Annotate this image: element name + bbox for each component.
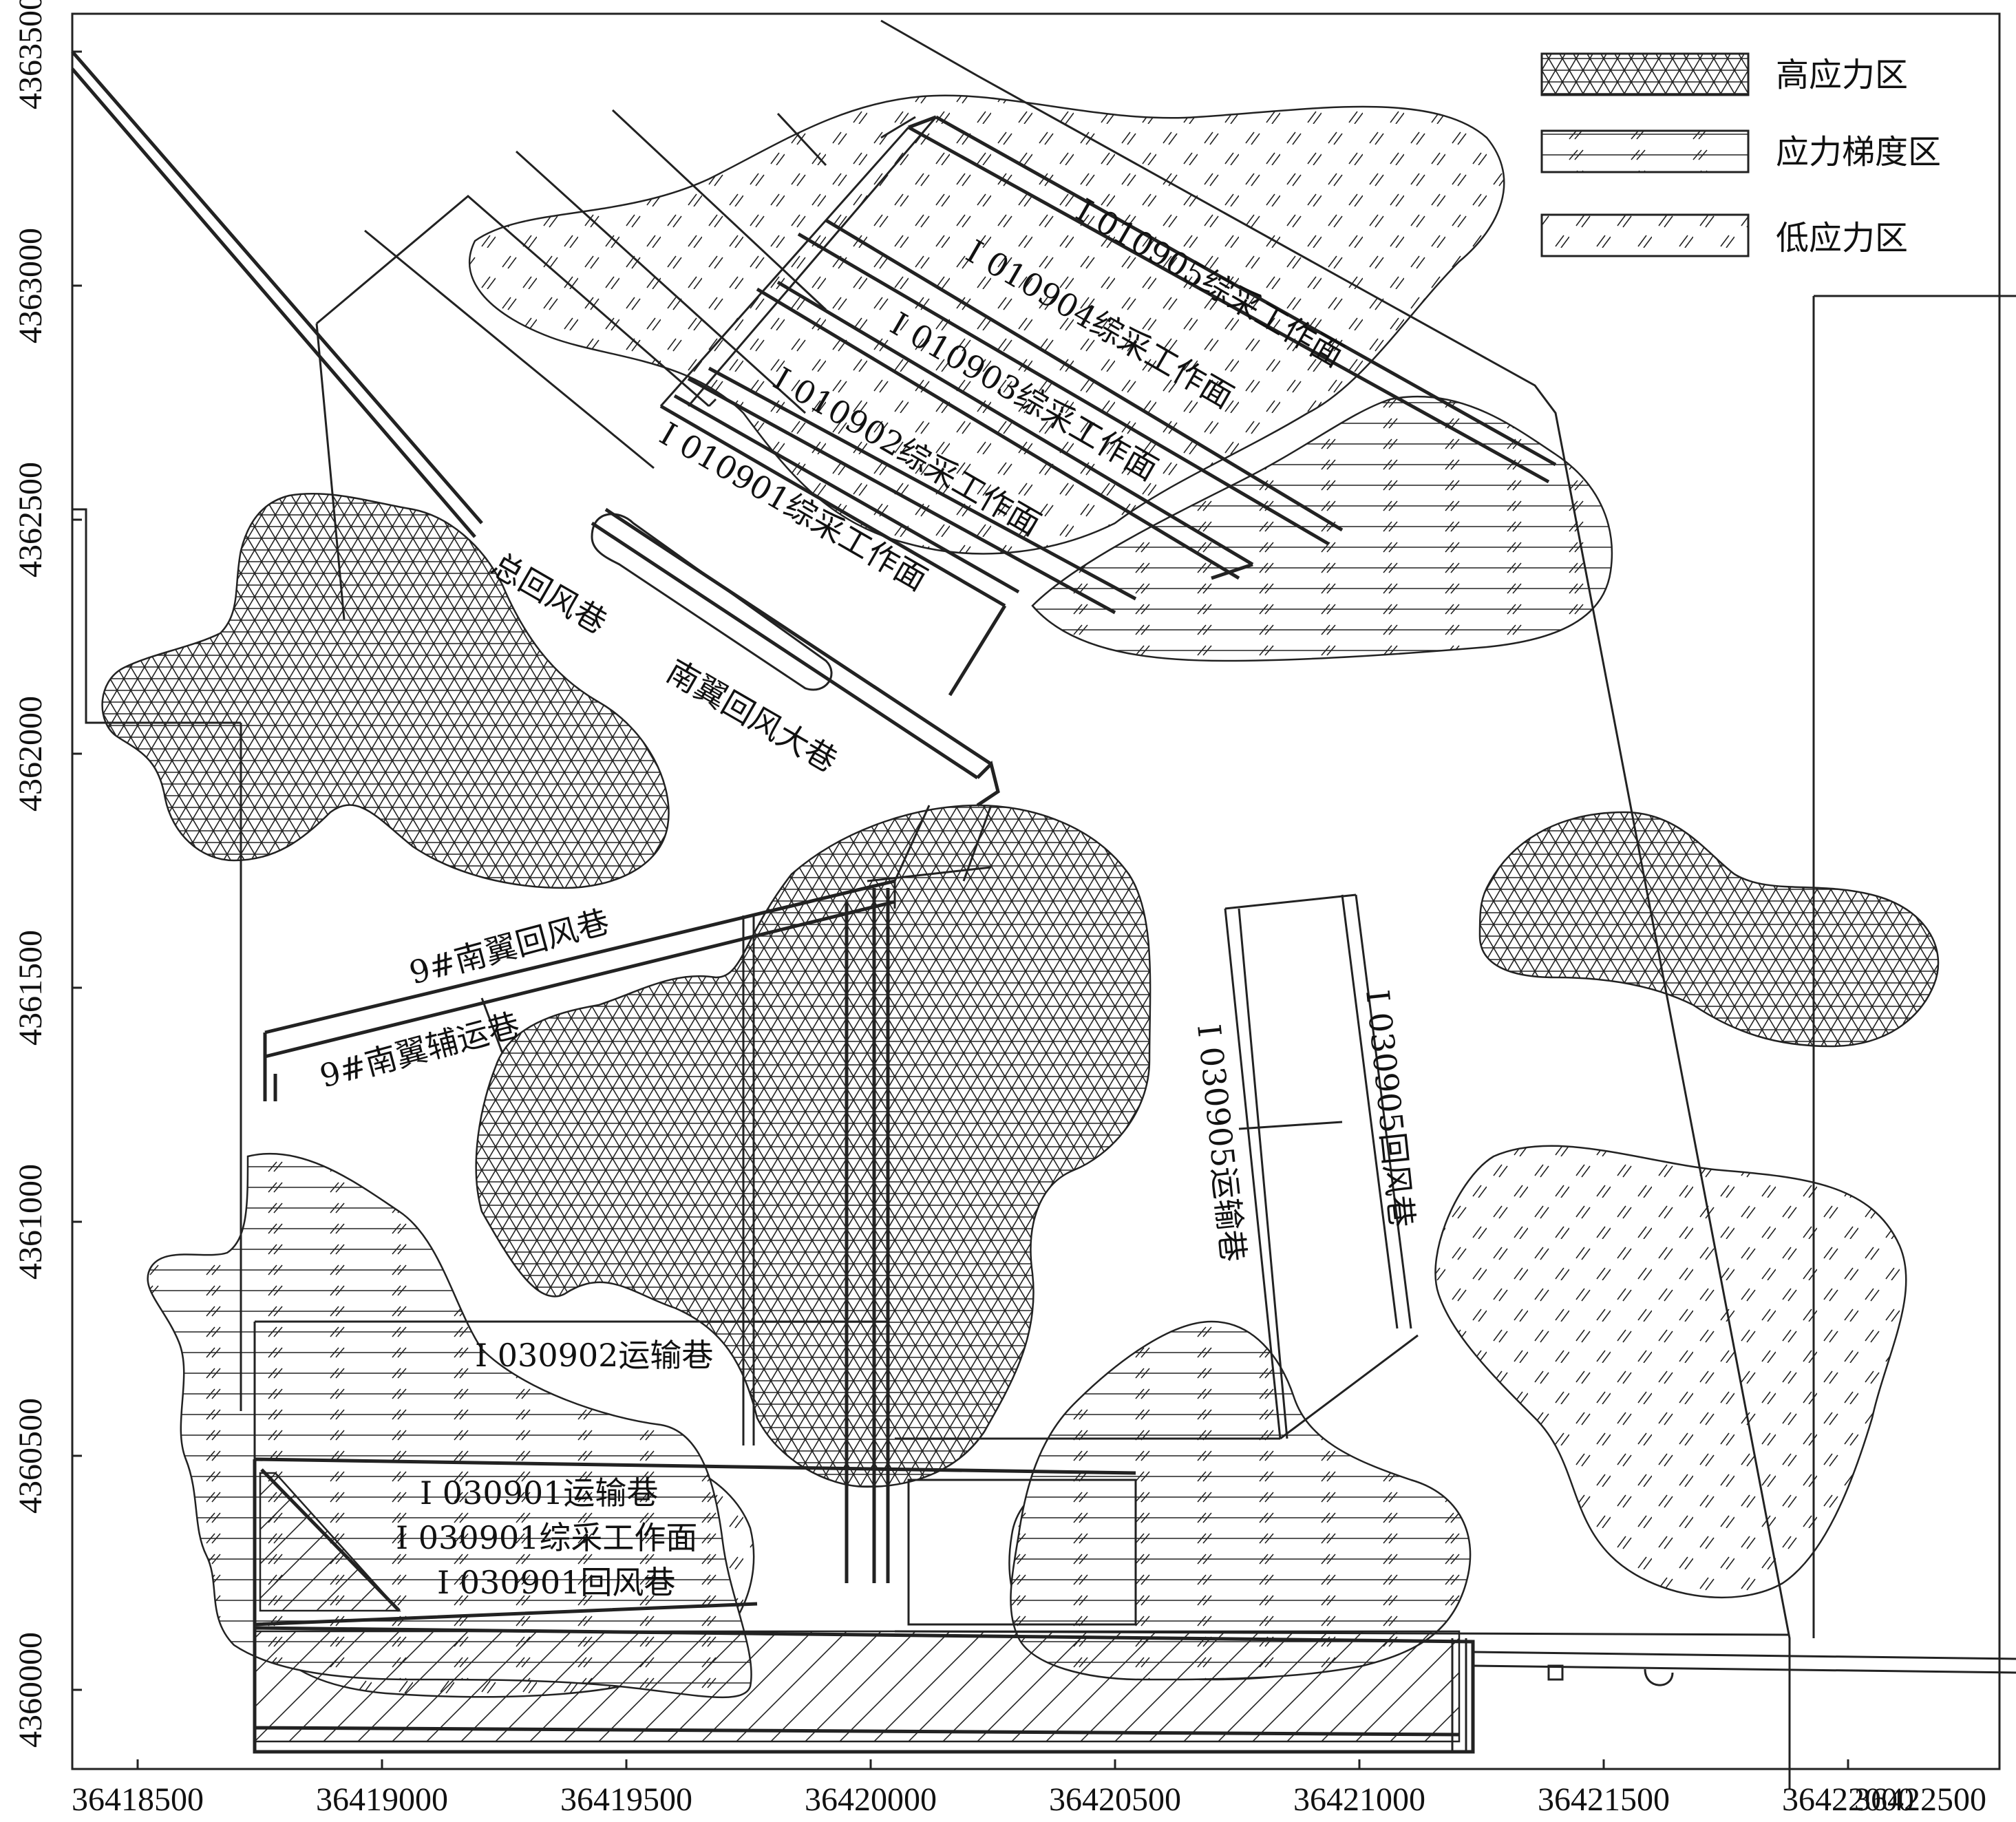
s9-aux-roadway-line [480, 997, 504, 1054]
label-roadway-030905-return: I 030905回风巷 [1359, 988, 1421, 1229]
bottom-main-roadway [253, 1626, 1475, 1754]
y-tick-label: 4363500 [12, 0, 49, 109]
legend-swatch-high-stress [1540, 52, 1750, 96]
y-axis-ticks: 4363500 4363000 4362500 4362000 4361500 43610… [12, 0, 82, 1748]
south-wing-return-main-roadway [591, 507, 1000, 807]
y-tick-label: 4362500 [12, 462, 49, 578]
boundary-south [894, 1630, 1790, 1636]
roadway-030905-return-line [1224, 893, 1412, 1329]
y-tick-label: 4360500 [12, 1398, 49, 1514]
low-stress-zone-north [468, 94, 1505, 555]
y-tick-label: 4361500 [12, 930, 49, 1046]
s9-return-roadway-line [263, 879, 895, 1101]
longwall-panel-010903 [756, 280, 1254, 580]
x-tick-label: 36421000 [1293, 1781, 1425, 1818]
high-stress-zone-west [101, 493, 670, 889]
gradient-zone-southcenter [1010, 1320, 1472, 1681]
label-roadway-030905-transport: I 030905运输巷 [1190, 1023, 1252, 1264]
high-stress-zones [101, 493, 1940, 1488]
panel-cross-cut [659, 116, 937, 407]
y-tick-label: 4362000 [12, 696, 49, 812]
x-tick-label: 36421500 [1538, 1781, 1670, 1818]
x-tick-label: 36419500 [560, 1781, 692, 1818]
y-tick-label: 4363000 [12, 228, 49, 343]
boundary-lines [72, 19, 2016, 1790]
roadway-030901-block [907, 1479, 1137, 1626]
longwall-panel-010902 [687, 366, 1137, 615]
label-workface-030901: I 030901综采工作面 [396, 1519, 697, 1556]
main-return-loop [591, 513, 833, 691]
main-return-roadway-line [71, 50, 483, 538]
panel-030901-hatch [259, 1472, 401, 1612]
boundary-north-east [880, 19, 1791, 1790]
legend-label-high-stress: 高应力区 [1776, 56, 1908, 94]
y-tick-label: 4361000 [12, 1164, 49, 1280]
legend: 高应力区 应力梯度区 低应力区 [1540, 52, 1941, 257]
x-tick-label: 36419000 [316, 1781, 448, 1818]
legend-swatch-gradient [1540, 129, 1750, 173]
longwall-panel-010905 [907, 115, 1557, 484]
x-axis-ticks: 36418500 36419000 36419500 36420000 36420500… [72, 1759, 1986, 1818]
x-tick-label: 36420000 [805, 1781, 937, 1818]
y-tick-label: 4360000 [12, 1632, 49, 1748]
longwall-panel-010901 [659, 394, 1020, 697]
x-tick-label: 36418500 [72, 1781, 204, 1818]
longwall-panel-010904 [797, 218, 1344, 546]
east-equipment [1547, 1664, 1674, 1686]
x-tick-label: 36422500 [1854, 1781, 1986, 1818]
roadway-030902-transport-line [253, 1320, 888, 1459]
mine-roadways [71, 50, 2016, 1754]
boundary-east [1812, 295, 2016, 1638]
vertical-roadway-left [742, 915, 755, 1445]
x-tick-label: 36422000 [1782, 1781, 1914, 1818]
label-roadway-030901-transport: I 030901运输巷 [420, 1474, 658, 1512]
high-stress-zone-east [1478, 811, 1940, 1048]
gradient-zone-north [1031, 395, 1613, 662]
roadway-030905-connector [895, 1334, 1419, 1440]
legend-label-low-stress: 低应力区 [1776, 219, 1908, 257]
label-roadway-030902-transport: I 030902运输巷 [475, 1337, 713, 1374]
nw-panel-outline [315, 109, 827, 620]
bottom-east-roadway [1451, 1638, 2016, 1752]
gradient-zone-bottom [253, 1630, 1461, 1743]
boundary-west [72, 508, 242, 1411]
legend-swatch-low-stress [1540, 213, 1750, 257]
x-tick-label: 36420500 [1049, 1781, 1181, 1818]
high-stress-zone-center [475, 804, 1152, 1488]
legend-label-gradient: 应力梯度区 [1776, 133, 1941, 171]
low-stress-zone-east [1434, 1145, 1907, 1599]
roadway-030905-transport-line [1224, 908, 1288, 1439]
map-frame [71, 12, 2001, 1770]
label-roadway-030901-return: I 030901回风巷 [437, 1564, 675, 1601]
